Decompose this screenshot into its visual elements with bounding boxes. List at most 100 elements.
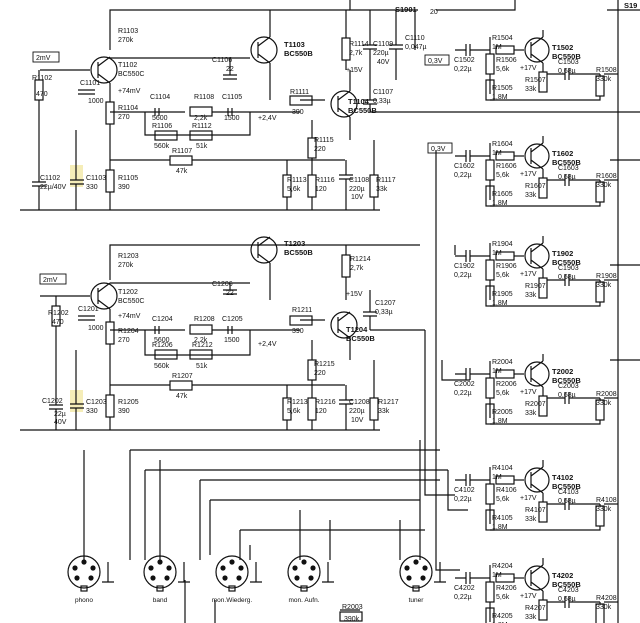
svg-text:470: 470 [52,319,64,326]
label-rbias-1902: R1905 [492,291,513,298]
svg-text:1000: 1000 [88,98,104,105]
svg-text:1M: 1M [492,572,502,579]
label-R1206: R1206 [152,342,173,349]
label-C1107: C1107 [373,89,393,96]
svg-text:47k: 47k [176,393,188,400]
label-supply-4102: +17V [520,495,537,502]
svg-text:330k: 330k [596,282,612,289]
label-transistor-1602: T1602 [552,149,573,158]
svg-text:0,22µ: 0,22µ [454,172,472,179]
svg-text:270k: 270k [118,262,134,269]
svg-text:0,68µ: 0,68µ [558,596,576,603]
svg-text:470: 470 [36,91,48,98]
svg-text:2,7k: 2,7k [349,50,363,57]
svg-text:390: 390 [118,408,130,415]
label-R1113: R1113 [287,177,307,184]
label-C1101: C1101 [80,80,100,87]
label-rout-1502: R1508 [596,67,617,74]
svg-text:5,6k: 5,6k [287,408,301,415]
svg-text:0,68µ: 0,68µ [558,174,576,181]
svg-text:0,22µ: 0,22µ [454,66,472,73]
label-supply-4202: +17V [520,593,537,600]
svg-text:560k: 560k [154,143,170,150]
label-R1213: R1213 [287,399,308,406]
label-rout-4202: R4208 [596,595,617,602]
svg-text:5,6k: 5,6k [287,186,301,193]
svg-text:33k: 33k [525,292,537,299]
label-rb-4202: R4206 [496,585,517,592]
svg-text:+15V: +15V [346,291,363,298]
label-rout-4102: R4108 [596,497,617,504]
label-R1106: R1106 [152,123,172,130]
label-R1104: R1104 [118,105,138,112]
svg-text:0,22µ: 0,22µ [454,390,472,397]
label-C1104: C1104 [150,94,170,101]
label-rin-4202: R4204 [492,563,513,570]
svg-text:0,047µ: 0,047µ [405,44,427,51]
label-rin-2002: R2004 [492,359,513,366]
svg-text:2,2k: 2,2k [194,115,208,122]
svg-text:220µ: 220µ [349,186,365,193]
label-transistor-1502: T1502 [552,43,573,52]
buffer-stage-1502: C15020,22µR15041MR15051,8MR15065,6kT1502… [454,30,618,101]
label-rb-2002: R2006 [496,381,517,388]
label-T1102: T1102 [118,62,137,69]
label-T1104: T1104 [348,97,370,106]
svg-text:120: 120 [315,186,327,193]
label-R1102: R1102 [32,75,52,82]
svg-text:BC550C: BC550C [118,71,144,78]
svg-text:BC550B: BC550B [552,158,581,167]
svg-text:40V: 40V [377,59,390,66]
label-R1116: R1116 [315,177,335,184]
svg-text:2mV: 2mV [43,277,58,284]
connector-mon-wiedergabe: mon.Wiederg. [212,555,262,604]
svg-text:220µ: 220µ [373,50,389,57]
svg-text:1,8M: 1,8M [492,300,508,307]
svg-text:47k: 47k [176,168,188,175]
connector-mon-aufnahme: mon. Aufn. [287,555,334,604]
label-cout-1502: C1503 [558,59,579,66]
label-R1115: R1115 [314,137,334,144]
svg-text:220µ: 220µ [349,408,365,415]
connector-label-phono: phono [75,597,93,604]
label-cap-in-4202: C4202 [454,585,475,592]
svg-text:0,68µ: 0,68µ [558,274,576,281]
label-C1201: C1201 [78,306,99,313]
label-C1105: C1105 [222,94,242,101]
svg-text:1,8M: 1,8M [492,200,508,207]
label-rin-4102: R4104 [492,465,513,472]
svg-text:270: 270 [118,114,130,121]
label-rout-2002: R2008 [596,391,617,398]
din-connectors: phono band mon.Wiederg. mon. Aufn. tuner [67,555,446,604]
label-supply-1502: +17V [520,65,537,72]
svg-text:0,3V: 0,3V [428,58,443,65]
svg-text:2,7k: 2,7k [350,265,364,272]
svg-text:1M: 1M [492,250,502,257]
svg-text:+2,4V: +2,4V [258,115,277,122]
svg-text:1M: 1M [492,474,502,481]
svg-text:0,3V: 0,3V [431,146,446,153]
connector-label-tuner: tuner [409,597,425,604]
svg-text:1500: 1500 [224,115,240,122]
label-re-2002: R2007 [525,401,546,408]
label-C1103: C1103 [86,175,106,182]
svg-text:1M: 1M [492,150,502,157]
svg-text:0,22µ: 0,22µ [454,594,472,601]
svg-text:51k: 51k [196,143,208,150]
svg-text:BC550B: BC550B [552,376,581,385]
connector-band: band [143,555,190,604]
svg-text:0,68µ: 0,68µ [558,392,576,399]
label-cout-1902: C1903 [558,265,579,272]
svg-text:+15V: +15V [346,67,363,74]
svg-text:390: 390 [292,109,304,116]
svg-text:5,6k: 5,6k [496,272,510,279]
svg-text:5,6k: 5,6k [496,390,510,397]
svg-text:10V: 10V [351,417,364,424]
edge-label: S19 [624,1,637,10]
label-C1205: C1205 [222,316,243,323]
label-cout-1602: C1603 [558,165,579,172]
svg-text:BC550B: BC550B [552,482,581,491]
label-re-1602: R1607 [525,183,546,190]
label-R1207: R1207 [172,373,193,380]
label-rout-1902: R1908 [596,273,617,280]
